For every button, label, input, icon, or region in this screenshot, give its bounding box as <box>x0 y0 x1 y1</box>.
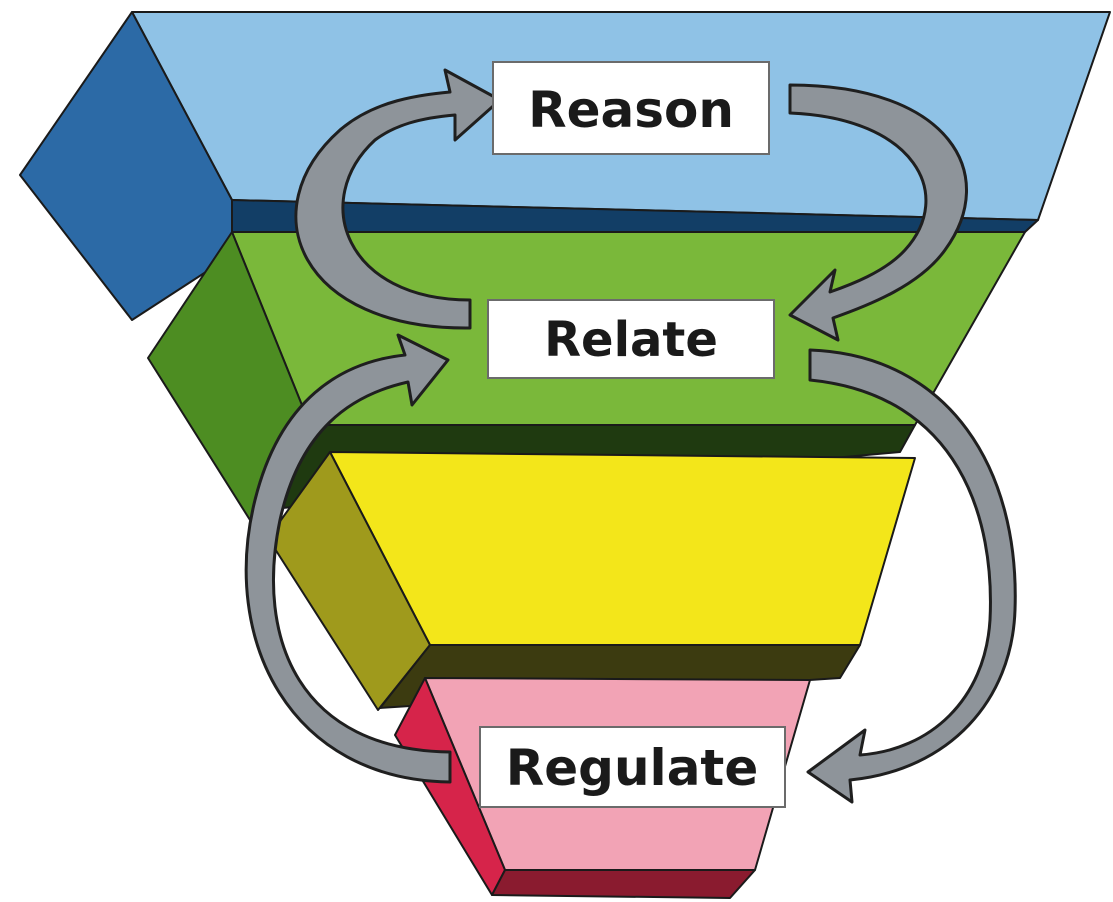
reason-label: Reason <box>492 61 770 155</box>
relate-label: Relate <box>487 299 775 379</box>
relate-label-text: Relate <box>544 312 718 368</box>
regulate-label-text: Regulate <box>506 739 759 797</box>
relate-label-box <box>487 299 775 379</box>
arrow-relate-to-regulate <box>806 348 1017 804</box>
third-layer-front <box>329 451 916 646</box>
arrows <box>244 68 1017 804</box>
regulate-label-box <box>479 726 786 808</box>
regulate-layer-bottom <box>491 869 756 899</box>
reason-label-text: Reason <box>528 81 734 139</box>
arrow-regulate-to-relate <box>244 333 452 784</box>
reason-label-box <box>492 61 770 155</box>
regulate-label: Regulate <box>479 726 786 808</box>
arrow-reason-to-relate <box>788 83 969 342</box>
reason-layer-side <box>19 11 233 321</box>
arrow-relate-to-reason <box>294 68 502 330</box>
third-layer <box>267 451 916 711</box>
third-layer-side <box>267 451 431 711</box>
